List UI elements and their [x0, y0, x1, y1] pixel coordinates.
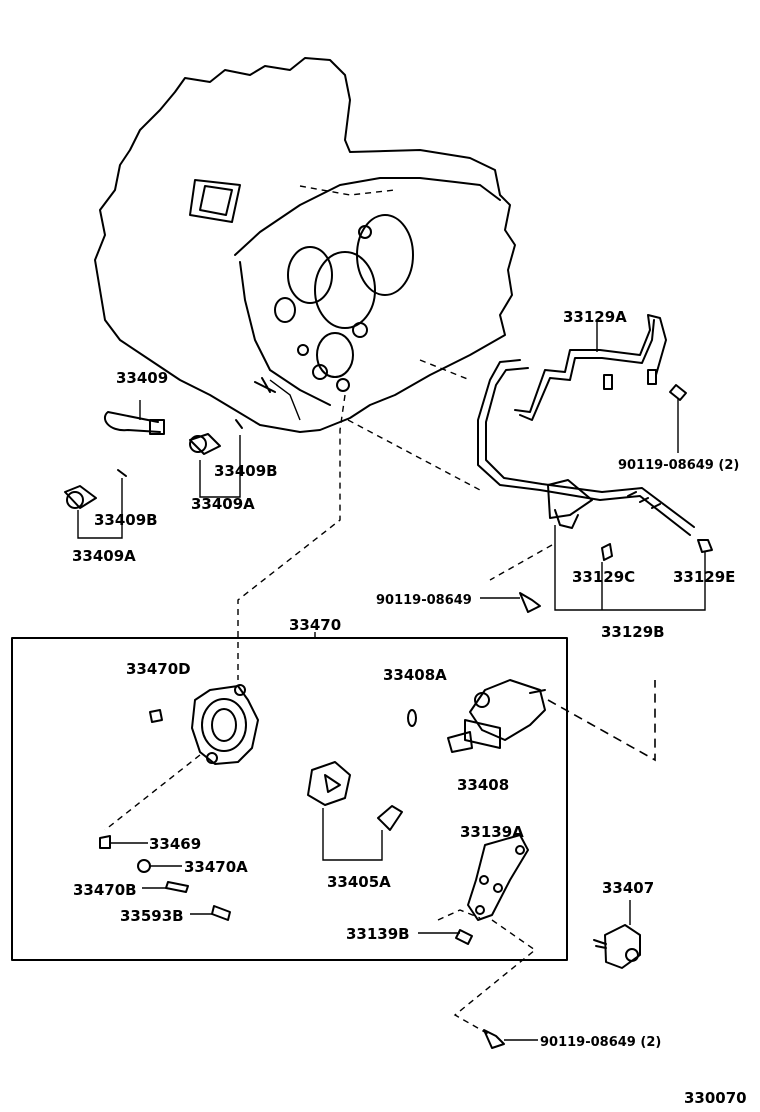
rotor-33405A: [307, 761, 403, 861]
bolt-90119-bottom: [483, 1029, 505, 1049]
oring-33408A: [407, 709, 417, 727]
label-33129C: 33129C: [572, 568, 635, 586]
pump-assembly-box: [11, 637, 568, 961]
bolt-90119-mid: [519, 592, 541, 613]
label-33409A-2: 33409A: [72, 547, 136, 565]
bolt-33139B: [455, 929, 473, 945]
pipe-33129B: [477, 359, 713, 611]
leader-pipe-to-bolt: [489, 544, 553, 581]
part-33469: [99, 835, 111, 849]
diagram-id: 330070: [684, 1089, 747, 1107]
leader-case-to-pipe-2: [419, 359, 471, 381]
part-33408: [447, 679, 546, 753]
label-33139A: 33139A: [460, 823, 524, 841]
label-90119-top: 90119-08649 (2): [618, 458, 739, 473]
part-33409-group: [64, 377, 276, 539]
label-33409B-2: 33409B: [94, 511, 158, 529]
label-33129B: 33129B: [601, 623, 665, 641]
label-33409: 33409: [116, 369, 168, 387]
label-33129E: 33129E: [673, 568, 735, 586]
oring-33470A: [137, 859, 151, 873]
label-33139B: 33139B: [346, 925, 410, 943]
leader-pump-to-33469: [104, 754, 201, 831]
label-90119-mid: 90119-08649: [376, 593, 472, 608]
label-33407: 33407: [602, 879, 654, 897]
transmission-case: [94, 57, 516, 433]
label-33408: 33408: [457, 776, 509, 794]
label-33470: 33470: [289, 616, 341, 634]
label-33409A-1: 33409A: [191, 495, 255, 513]
label-33470D: 33470D: [126, 660, 191, 678]
nut-33470D: [149, 709, 163, 723]
pipe-33129A: [514, 314, 667, 421]
label-33405A: 33405A: [327, 873, 391, 891]
pump-body-33470: [191, 684, 259, 765]
leader-33408: [547, 680, 656, 762]
bolt-33470B: [165, 881, 189, 893]
bolt-90119-top: [669, 384, 687, 401]
label-33470A: 33470A: [184, 858, 248, 876]
part-33407: [593, 900, 641, 969]
leader-cover-to-bolt: [437, 909, 537, 1036]
cover-33139A: [467, 834, 529, 921]
label-33408A: 33408A: [383, 666, 447, 684]
label-33129A: 33129A: [563, 308, 627, 326]
label-33469: 33469: [149, 835, 201, 853]
leader-case-to-pipe: [347, 419, 481, 491]
leader-case-to-pump: [237, 394, 346, 680]
label-33593B: 33593B: [120, 907, 184, 925]
label-90119-bottom: 90119-08649 (2): [540, 1035, 661, 1050]
label-33470B: 33470B: [73, 881, 137, 899]
pin-33593B: [211, 905, 231, 921]
label-33409B-1: 33409B: [214, 462, 278, 480]
